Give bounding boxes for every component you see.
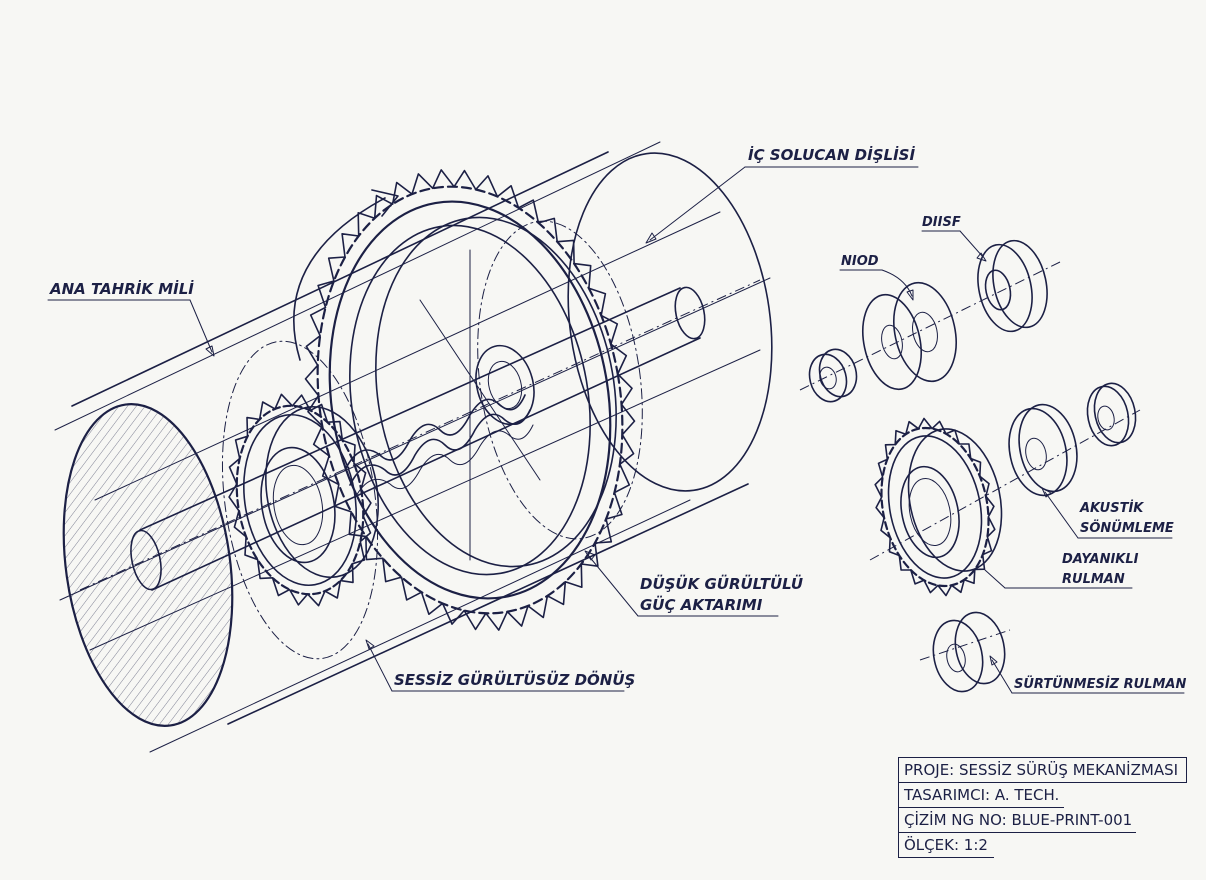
title-block-project: PROJE: SESSİZ SÜRÜŞ MEKANİZMASI [899,757,1187,783]
exploded-parts [799,239,1141,693]
label-low-noise-line2: GÜÇ AKTARIMI [640,595,763,614]
title-block-drawing-no: ÇİZİM NG NO: BLUE-PRINT-001 [899,808,1136,833]
label-niod: NIOD [841,254,879,269]
label-diisf: DIISF [922,215,961,230]
label-low-noise-line1: DÜŞÜK GÜRÜLTÜLÜ [640,574,803,593]
acoustic-damping-disc [1008,403,1078,497]
leader-lines [47,166,1185,694]
niod-washer [862,281,957,391]
ring-gear-teeth [304,169,636,631]
label-durable-line2: RULMAN [1062,572,1125,587]
title-block-scale: ÖLÇEK: 1:2 [899,833,994,858]
housing-cylinder [54,141,773,753]
frictionless-bearing [932,611,1006,693]
label-silent-rotation: SESSİZ GÜRÜLTÜSÜZ DÖNÜŞ [394,670,635,689]
title-block: PROJE: SESSİZ SÜRÜŞ MEKANİZMASI TASARIMC… [898,757,1189,858]
rotation-arrow [293,189,399,361]
label-frictionless-bearing: SÜRTÜNMESİZ RULMAN [1014,676,1186,692]
drive-shaft [79,279,761,591]
exploded-spur-gear-teeth [874,417,996,597]
worm-helix [344,344,535,499]
small-bearing-right [1086,382,1137,447]
labels: İÇ SOLUCAN DİŞLİSİ ANA TAHRİK MİLİ DÜŞÜK… [49,145,1186,692]
title-block-designer: TASARIMCI: A. TECH. [899,783,1064,808]
label-main-drive-shaft: ANA TAHRİK MİLİ [49,279,194,298]
label-durable-line1: DAYANIKLI [1062,552,1139,567]
pinion-gear-teeth [228,393,372,607]
small-bearing-ring [808,348,858,403]
label-acoustic-line2: SÖNÜMLEME [1080,520,1174,536]
diisf-bearing [977,239,1048,333]
label-inner-worm-gear: İÇ SOLUCAN DİŞLİSİ [748,145,915,164]
ring-gear [316,185,624,615]
label-acoustic-line1: AKUSTİK [1079,500,1144,516]
